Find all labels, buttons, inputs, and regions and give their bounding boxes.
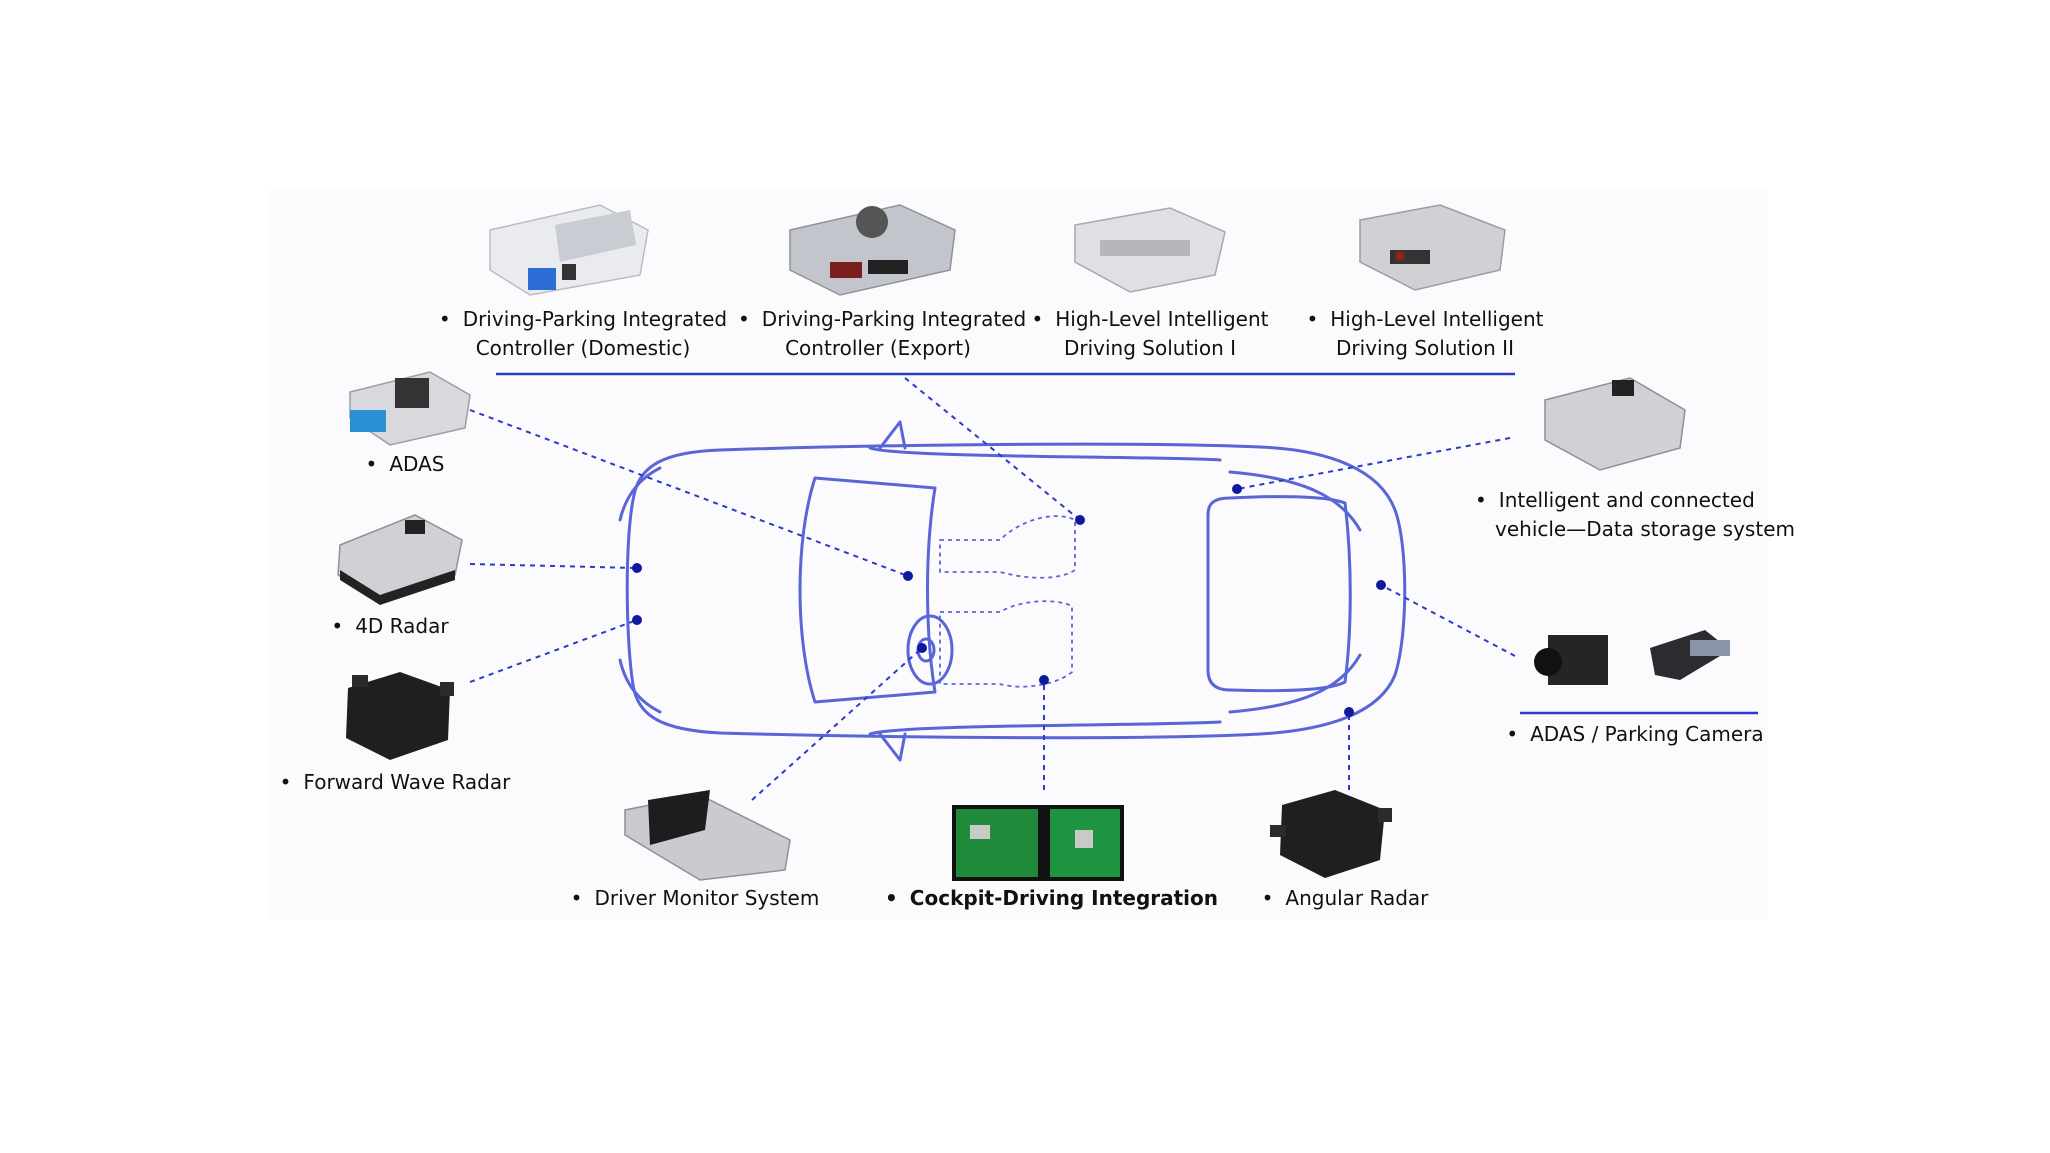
label-dms: •Driver Monitor System: [570, 886, 820, 910]
dot-forward-radar: [632, 615, 642, 625]
label-hl-ii: •High-Level Intelligent Driving Solution…: [1306, 307, 1544, 360]
car-outline: [618, 420, 1407, 762]
leader-adas: [469, 409, 909, 577]
device-angular-radar: [1270, 790, 1392, 878]
dot-storage: [1232, 484, 1242, 494]
label-forward-radar: •Forward Wave Radar: [279, 770, 511, 794]
device-dms: [624, 790, 791, 881]
label-hl-i: •High-Level Intelligent Driving Solution…: [1031, 307, 1269, 360]
leader-top-controllers: [904, 377, 1081, 521]
dot-adas: [903, 571, 913, 581]
dot-angular: [1344, 707, 1354, 717]
dot-4d-radar: [632, 563, 642, 573]
device-dp-export: [789, 204, 956, 296]
leader-4d-radar: [469, 563, 638, 569]
device-storage: [1544, 377, 1686, 471]
leader-storage: [1236, 437, 1511, 490]
dot-cockpit: [1039, 675, 1049, 685]
dot-controllers: [1075, 515, 1085, 525]
leader-forward-radar: [469, 619, 638, 683]
label-storage: •Intelligent and connected vehicle—Data …: [1475, 488, 1795, 541]
label-adas: •ADAS: [365, 452, 445, 476]
leader-dms: [751, 647, 923, 801]
label-dp-domestic: •Driving-Parking Integrated Controller (…: [438, 307, 728, 360]
device-forward-radar: [346, 672, 454, 760]
dot-camera: [1376, 580, 1386, 590]
label-angular: •Angular Radar: [1261, 886, 1429, 910]
device-cockpit-board: [952, 805, 1124, 881]
label-dp-export: •Driving-Parking Integrated Controller (…: [738, 307, 1027, 360]
dot-dms: [917, 643, 927, 653]
label-4d-radar: •4D Radar: [331, 614, 449, 638]
device-dp-domestic: [489, 204, 649, 296]
seat-outlines: [939, 515, 1076, 688]
device-adas: [349, 371, 471, 446]
diagram-panel: [268, 190, 1768, 920]
device-camera: [1534, 630, 1730, 685]
device-hl-i: [1074, 207, 1226, 293]
device-4d-radar: [337, 514, 463, 605]
label-camera: •ADAS / Parking Camera: [1506, 722, 1764, 746]
label-cockpit: •Cockpit-Driving Integration: [885, 886, 1219, 910]
device-hl-ii: [1359, 204, 1506, 291]
